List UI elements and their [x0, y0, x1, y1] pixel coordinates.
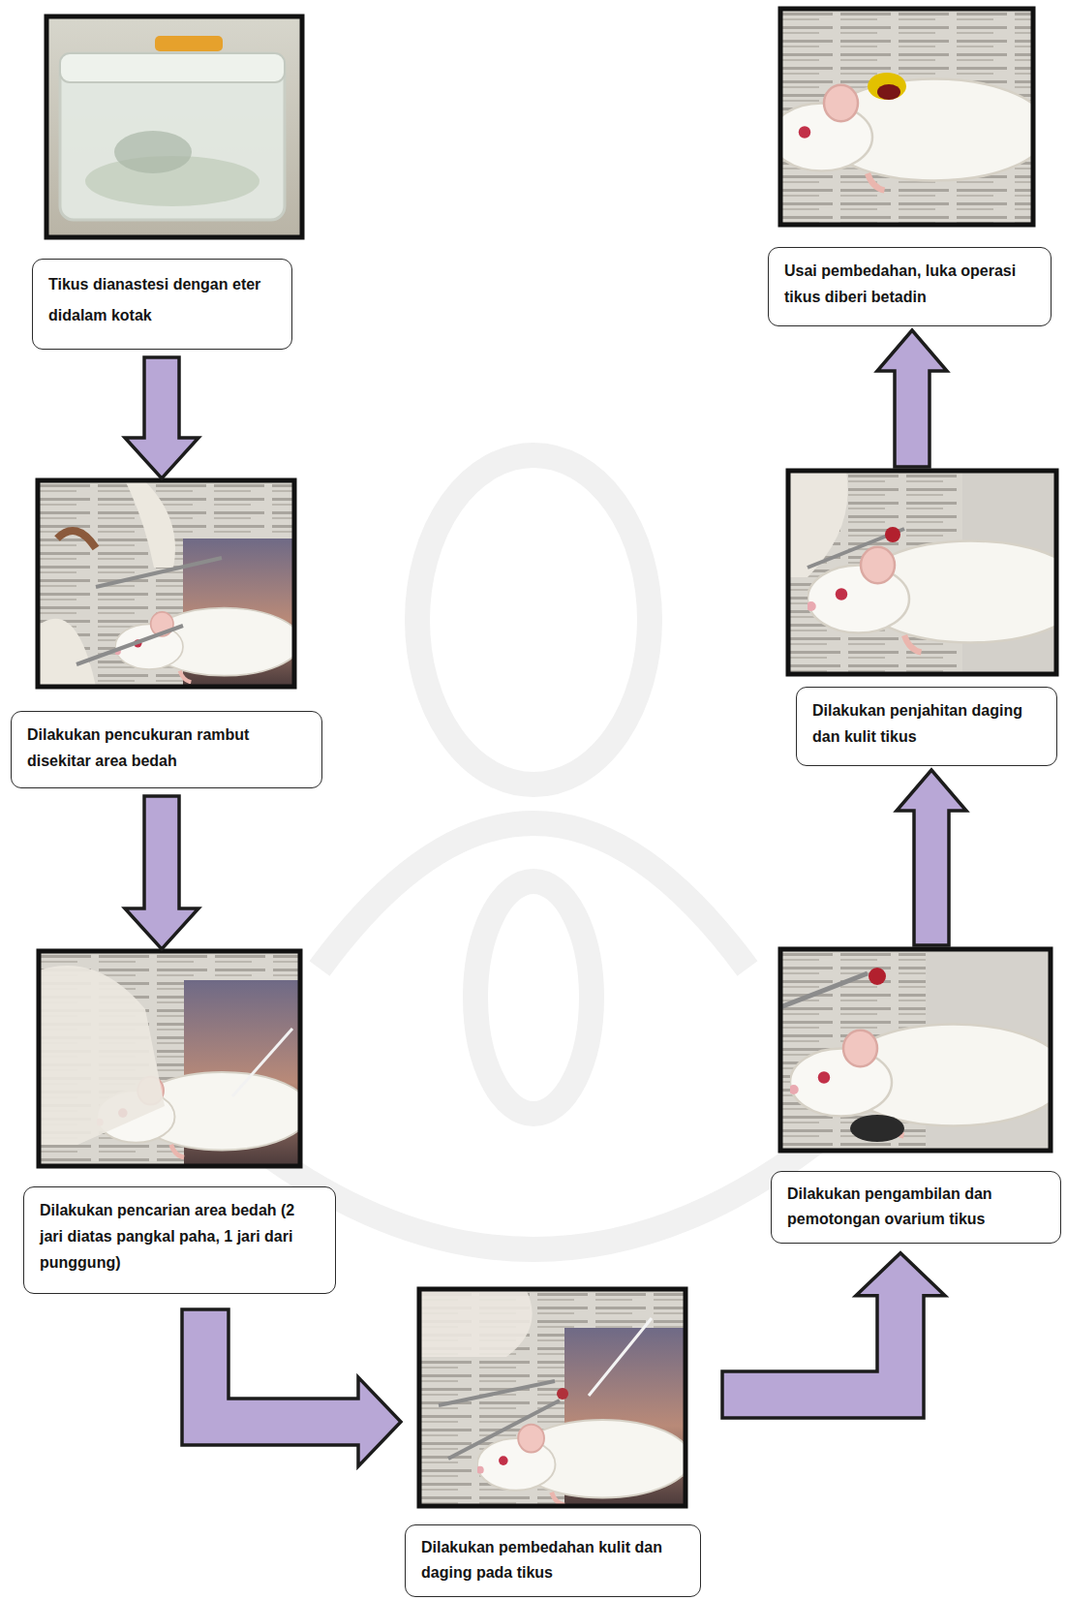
step-node: Dilakukan penjahitan daging dan kulit ti… [788, 470, 1058, 766]
photo [37, 480, 309, 687]
step-node: Dilakukan pembedahan kulit dan daging pa… [404, 1288, 702, 1597]
photo [419, 1288, 701, 1506]
step-caption: Dilakukan pencarian area bedah (2 jari d… [39, 1196, 320, 1277]
caption-box: Tikus dianastesi dengan eter didalam kot… [31, 258, 293, 350]
flow-arrow [877, 330, 947, 467]
flow-arrow [896, 769, 967, 946]
step-caption: Usai pembedahan, luka operasi tikus dibe… [784, 257, 1036, 310]
watermark [251, 455, 816, 1250]
caption-box: Dilakukan pencarian area bedah (2 jari d… [23, 1186, 336, 1294]
caption-box: Dilakukan pengambilan dan pemotongan ova… [770, 1170, 1062, 1244]
caption-box: Dilakukan pencukuran rambut disekitar ar… [10, 710, 323, 789]
caption-box: Usai pembedahan, luka operasi tikus dibe… [767, 246, 1052, 327]
step-node: Usai pembedahan, luka operasi tikus dibe… [767, 8, 1052, 327]
step-caption: Dilakukan penjahitan daging dan kulit ti… [812, 697, 1041, 750]
step-node: Dilakukan pengambilan dan pemotongan ova… [770, 948, 1062, 1244]
caption-box: Dilakukan pembedahan kulit dan daging pa… [404, 1524, 702, 1597]
step-node: Tikus dianastesi dengan eter didalam kot… [31, 16, 303, 350]
photo [788, 470, 1067, 674]
photo [38, 950, 320, 1166]
caption-box: Dilakukan penjahitan daging dan kulit ti… [795, 686, 1058, 766]
step-caption: Dilakukan pengambilan dan pemotongan ova… [787, 1181, 1045, 1233]
photo [46, 16, 303, 238]
flow-arrow [124, 357, 199, 479]
step-node: Dilakukan pencukuran rambut disekitar ar… [10, 480, 323, 789]
flow-arrow [182, 1309, 401, 1466]
step-node: Dilakukan pencarian area bedah (2 jari d… [23, 950, 336, 1294]
step-caption: Dilakukan pencukuran rambut disekitar ar… [27, 721, 306, 774]
photo [780, 948, 1067, 1151]
flow-arrow [124, 795, 199, 949]
step-caption: Dilakukan pembedahan kulit dan daging pa… [421, 1534, 685, 1586]
photo [769, 8, 1062, 225]
step-caption: Tikus dianastesi dengan eter didalam kot… [48, 269, 276, 332]
flow-arrow [722, 1252, 946, 1418]
